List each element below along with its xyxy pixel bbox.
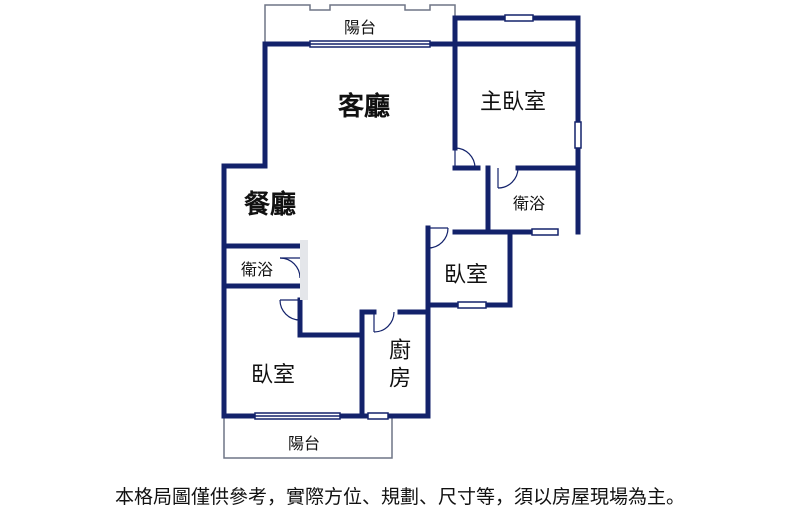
room-label-kitchen: 廚房 <box>385 338 410 394</box>
balcony-bottom-outline <box>223 416 393 459</box>
room-label-bedroom-small: 臥室 <box>444 263 489 288</box>
room-label-master-bedroom: 主臥室 <box>480 90 547 115</box>
room-label-living: 客廳 <box>338 92 391 122</box>
room-label-dining: 餐廳 <box>244 190 297 220</box>
walls <box>221 15 581 419</box>
room-label-master-bath: 衛浴 <box>513 194 546 213</box>
floor-plan <box>221 4 582 459</box>
windows <box>254 14 582 420</box>
disclaimer-text: 本格局圖僅供參考，實際方位、規劃、尺寸等，須以房屋現場為主。 <box>114 486 685 508</box>
balcony-top-outline <box>264 4 456 44</box>
door-swings <box>279 147 519 333</box>
room-label-bedroom-large: 臥室 <box>251 363 296 388</box>
room-label-bath-left: 衛浴 <box>241 260 274 279</box>
room-label-balcony-bottom: 陽台 <box>288 434 321 453</box>
room-label-balcony-top: 陽台 <box>344 18 377 37</box>
watermark <box>300 240 308 300</box>
